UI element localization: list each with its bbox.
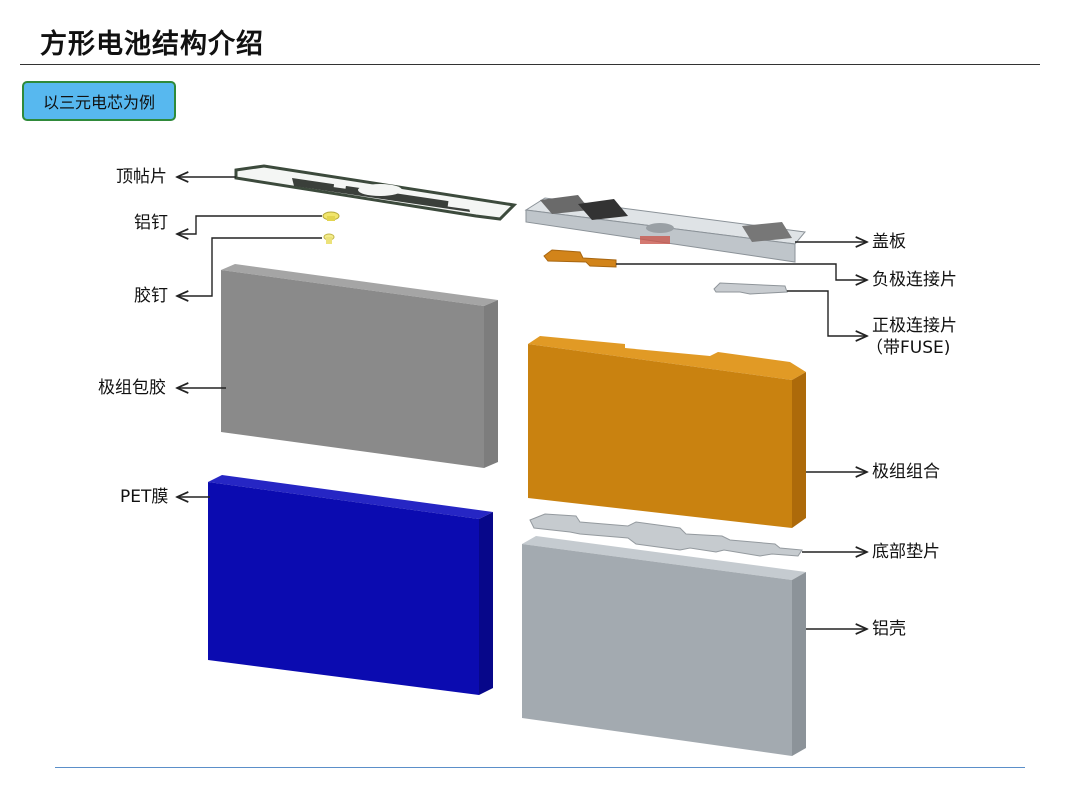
leader-lines [177,177,867,629]
label-pos-tab-line2: （带FUSE) [866,338,951,358]
label-top-patch: 顶帖片 [116,167,167,187]
label-cover-plate: 盖板 [872,232,906,252]
rubber-nail-part [323,233,335,244]
label-al-case: 铝壳 [872,619,906,639]
bottom-pad-part [529,513,803,557]
label-pos-tab-line1: 正极连接片 [872,316,957,336]
title-divider [20,64,1040,65]
example-tag: 以三元电芯为例 [22,81,176,121]
jelly-roll-part [528,336,806,528]
al-case-part [522,536,806,756]
leader-neg-tab [616,263,867,280]
top-patch-part [234,164,518,221]
label-neg-tab: 负极连接片 [872,270,957,290]
al-nail-part [322,211,340,221]
negative-tab-part [543,249,617,268]
label-al-nail: 铝钉 [134,213,168,233]
wrap-tape-part [221,264,498,468]
label-jelly-roll: 极组组合 [872,462,940,482]
positive-tab-part [713,282,788,295]
leader-rubber-nail [177,237,322,296]
page-title: 方形电池结构介绍 [40,29,264,60]
pet-film-part [208,475,493,695]
label-rubber-nail: 胶钉 [134,286,168,306]
leader-pos-tab [787,290,867,336]
leader-al-nail [177,215,322,234]
label-pet-film: PET膜 [120,487,169,507]
cover-plate-part [524,195,806,263]
label-wrap-tape: 极组包胶 [98,378,166,398]
footer-divider [55,767,1025,768]
label-bottom-pad: 底部垫片 [872,542,940,562]
